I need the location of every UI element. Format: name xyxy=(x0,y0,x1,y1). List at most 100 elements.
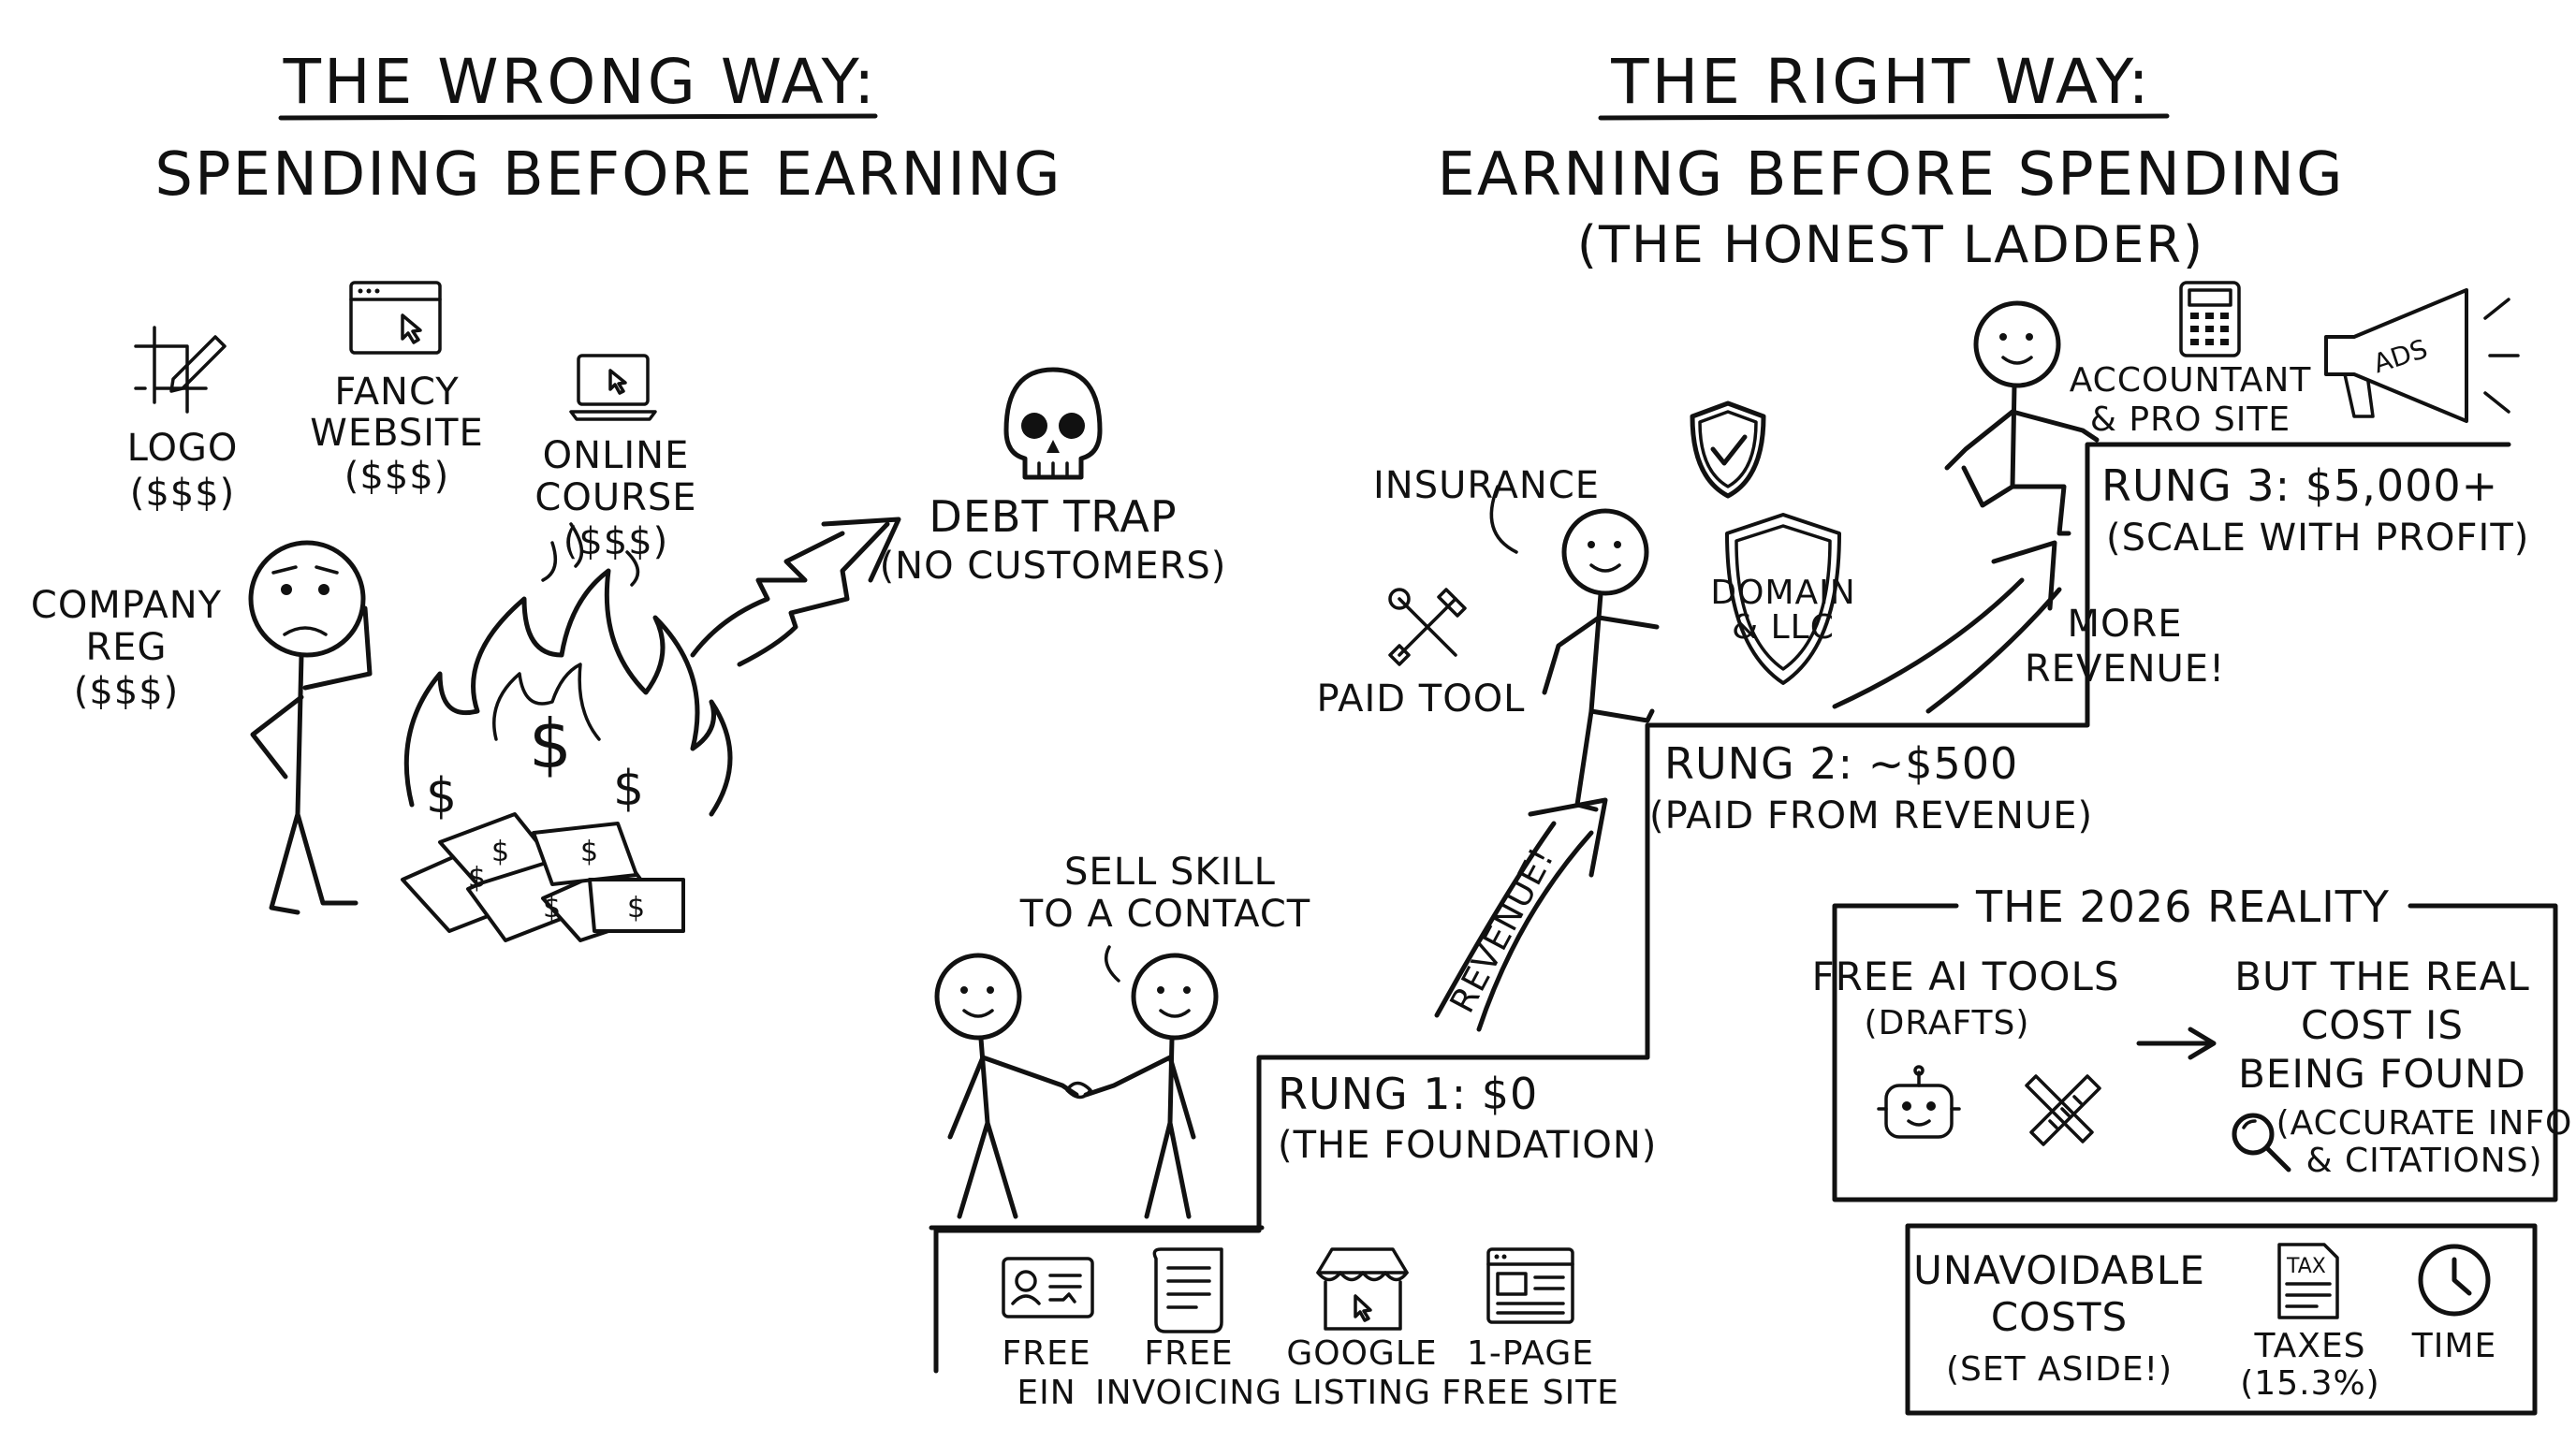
company-label-2: REG xyxy=(85,626,167,669)
rung1-note: (THE FOUNDATION) xyxy=(1278,1124,1657,1167)
sell-skill-1: SELL SKILL xyxy=(1064,851,1276,894)
foundation-ein-2: EIN xyxy=(1017,1374,1076,1412)
revenue-arrow-2 xyxy=(1832,577,2025,709)
svg-text:$: $ xyxy=(543,892,561,925)
rung3-note: (SCALE WITH PROFIT) xyxy=(2106,517,2529,560)
taxes-rate: (15.3%) xyxy=(2240,1364,2379,1403)
foundation-google-2: LISTING xyxy=(1293,1374,1431,1412)
robot-icon xyxy=(1877,1065,1961,1139)
storefront-icon xyxy=(1316,1247,1409,1331)
wrong-way-subtitle: SPENDING BEFORE EARNING xyxy=(154,140,1061,210)
wrong-way-section: THE WRONG WAY: SPENDING BEFORE EARNING L… xyxy=(31,46,1227,942)
domain-label: DOMAIN xyxy=(1710,574,1855,612)
insurance-label: INSURANCE xyxy=(1373,464,1600,507)
fire-dollar-3: $ xyxy=(613,761,644,817)
svg-text:$: $ xyxy=(468,862,486,895)
laptop-icon xyxy=(569,354,657,421)
tools-icon xyxy=(1388,588,1467,666)
right-way-note: (THE HONEST LADDER) xyxy=(1577,215,2204,274)
foundation-site-2: FREE SITE xyxy=(1442,1374,1619,1412)
time-label: TIME xyxy=(2411,1327,2496,1365)
foundation-site-1: 1-PAGE xyxy=(1467,1334,1594,1373)
climbing-stick-figure-rung2 xyxy=(1489,485,1660,812)
magnifier-icon xyxy=(2232,1113,2291,1173)
reality-right-2: COST IS xyxy=(2301,1002,2464,1048)
handshake-icon xyxy=(934,945,1219,1219)
calculator-icon xyxy=(2179,281,2241,357)
webpage-icon xyxy=(1486,1247,1574,1324)
megaphone-icon: ADS xyxy=(2324,288,2520,423)
id-card-icon xyxy=(1002,1257,1094,1318)
website-label-1: FANCY xyxy=(334,371,459,414)
more-revenue-1: MORE xyxy=(2067,603,2182,646)
svg-text:$: $ xyxy=(580,836,598,868)
debt-trap-title: DEBT TRAP xyxy=(929,491,1177,542)
fire-dollar-1: $ xyxy=(529,705,572,783)
worried-stick-figure xyxy=(248,540,373,915)
foundation-invoicing-2: INVOICING xyxy=(1095,1374,1282,1412)
ruler-pencil-icon xyxy=(2025,1074,2101,1146)
right-way-title: THE RIGHT WAY: xyxy=(1610,46,2151,118)
llc-label: & LLC xyxy=(1732,608,1835,647)
rung1-title: RUNG 1: $0 xyxy=(1278,1069,1538,1119)
logo-design-icon xyxy=(134,326,227,414)
fire-dollar-2: $ xyxy=(426,768,457,824)
sell-skill-2: TO A CONTACT xyxy=(1019,893,1310,936)
tax-form-icon: TAX xyxy=(2277,1243,2339,1319)
foundation-google-1: GOOGLE xyxy=(1286,1334,1437,1373)
logo-cost: ($$$) xyxy=(130,472,236,515)
money-fire-icon: $ $ $ $ $ $ $ $ xyxy=(401,522,733,942)
reality-right-1: BUT THE REAL xyxy=(2234,954,2530,999)
revenue-arrow-1 xyxy=(1476,830,1594,1032)
taxes-label: TAXES xyxy=(2253,1327,2365,1365)
domain-llc-shield xyxy=(1725,513,1841,685)
costs-box-frame xyxy=(1905,1223,2538,1416)
foundation-ein-1: FREE xyxy=(1002,1334,1090,1373)
reality-right-note-2: & CITATIONS) xyxy=(2305,1142,2542,1180)
course-label-2: COURSE xyxy=(534,476,696,519)
reality-left-2: (DRAFTS) xyxy=(1865,1004,2030,1042)
course-label-1: ONLINE xyxy=(543,434,690,477)
climbing-stick-figure-rung3 xyxy=(1944,300,2100,536)
reality-box: THE 2026 REALITY FREE AI TOOLS (DRAFTS) … xyxy=(1811,881,2573,1202)
shield-check-icon xyxy=(1690,401,1766,499)
website-cost: ($$$) xyxy=(344,455,450,498)
reality-right-3: BEING FOUND xyxy=(2238,1051,2526,1097)
company-label-1: COMPANY xyxy=(31,584,222,627)
skull-icon xyxy=(1003,367,1103,480)
website-label-2: WEBSITE xyxy=(310,412,483,455)
clock-icon xyxy=(2418,1244,2491,1317)
right-way-title-underline xyxy=(1598,113,2170,121)
zigzag-arrow xyxy=(690,517,901,667)
foundation-invoicing-1: FREE xyxy=(1144,1334,1233,1373)
reality-arrow xyxy=(2136,1027,2217,1060)
costs-box: UNAVOIDABLE COSTS (SET ASIDE!) TAX TAXES… xyxy=(1905,1223,2538,1416)
revenue-label: REVENUE! xyxy=(1443,841,1562,1019)
svg-text:$: $ xyxy=(627,892,645,925)
ladder-steps xyxy=(933,442,2511,1374)
reality-right-note-1: (ACCURATE INFO xyxy=(2276,1104,2573,1143)
costs-title-3: (SET ASIDE!) xyxy=(1946,1350,2173,1389)
rung3-title: RUNG 3: $5,000+ xyxy=(2101,460,2498,511)
logo-label: LOGO xyxy=(127,427,239,470)
wrong-way-title-underline xyxy=(278,113,878,121)
costs-title-2: COSTS xyxy=(1991,1294,2128,1340)
debt-trap-note: (NO CUSTOMERS) xyxy=(880,545,1227,588)
rung2-title: RUNG 2: ~$500 xyxy=(1664,738,2018,789)
wrong-way-title: THE WRONG WAY: xyxy=(283,46,878,118)
accountant-label-2: & PRO SITE xyxy=(2090,401,2291,439)
company-cost: ($$$) xyxy=(74,670,180,713)
website-window-icon xyxy=(349,281,442,355)
paid-tool-label: PAID TOOL xyxy=(1317,677,1526,721)
right-way-subtitle: EARNING BEFORE SPENDING xyxy=(1437,140,2344,210)
reality-title: THE 2026 REALITY xyxy=(1975,881,2390,932)
right-way-section: THE RIGHT WAY: EARNING BEFORE SPENDING (… xyxy=(929,46,2529,1412)
svg-text:$: $ xyxy=(491,836,509,868)
accountant-label-1: ACCOUNTANT xyxy=(2070,361,2312,400)
costs-title-1: UNAVOIDABLE xyxy=(1913,1247,2205,1293)
reality-left-1: FREE AI TOOLS xyxy=(1811,954,2119,999)
invoice-scroll-icon xyxy=(1152,1247,1223,1333)
more-revenue-2: REVENUE! xyxy=(2025,648,2225,691)
